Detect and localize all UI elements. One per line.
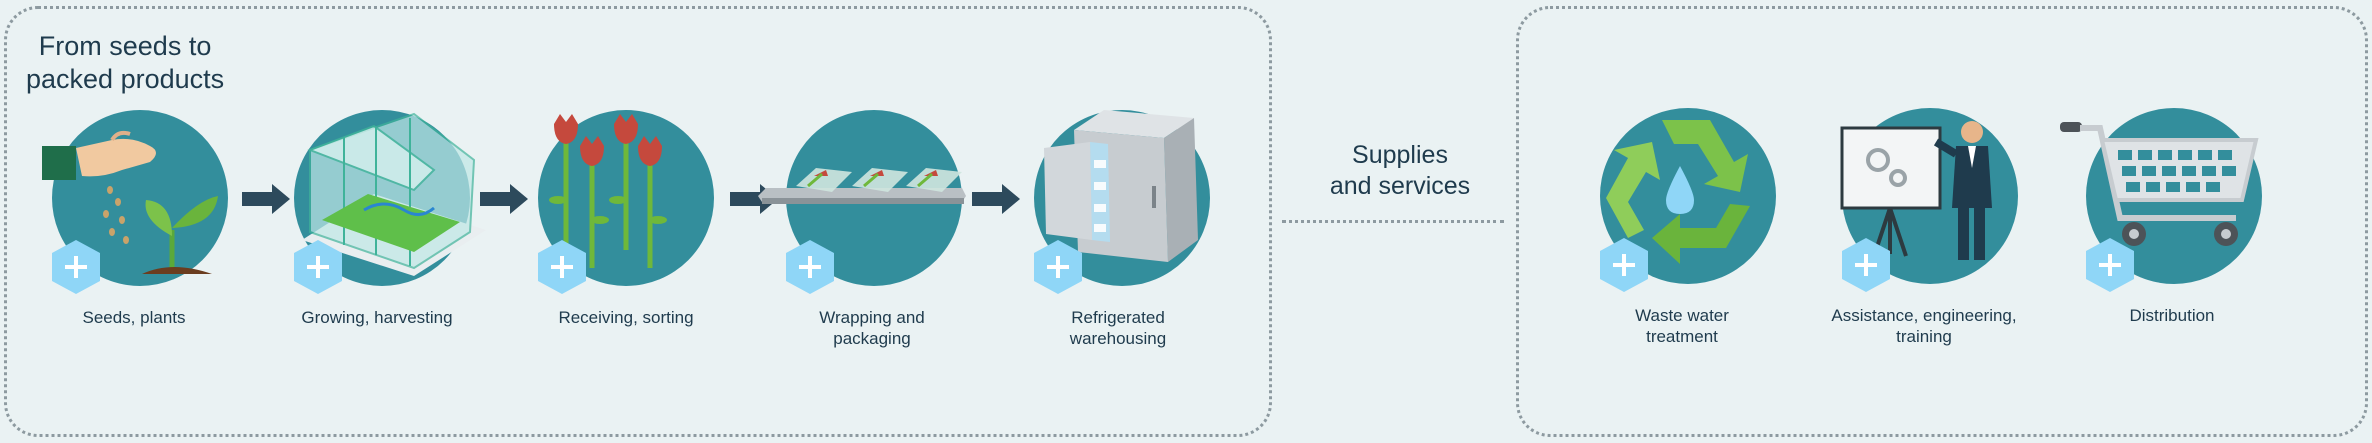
waste-water-circle[interactable] <box>1600 108 1776 284</box>
growing-harvesting-plus-icon[interactable] <box>294 240 342 294</box>
receiving-sorting-label: Receiving, sorting <box>558 308 694 327</box>
growing-harvesting-label: Growing, harvesting <box>301 308 453 327</box>
flowers-icon <box>549 114 667 268</box>
right-arrow-icon <box>242 184 290 214</box>
seeds-plants-icon <box>42 130 218 274</box>
waste-water-plus-icon[interactable] <box>1600 238 1648 292</box>
process-title-line1: From seeds to <box>38 31 212 61</box>
right-arrow-icon <box>480 184 528 214</box>
waste-water-label: Waste water treatment <box>1635 306 1729 346</box>
receiving-sorting-circle[interactable] <box>538 110 714 286</box>
wrapping-packaging-label: Wrapping and packaging <box>819 308 925 348</box>
assistance-engineering-label: Assistance, engineering, training <box>1831 306 2017 346</box>
wrapping-packaging-plus-icon[interactable] <box>786 240 834 294</box>
distribution-label: Distribution <box>2129 306 2215 325</box>
greenhouse-icon <box>302 112 486 276</box>
process-title: From seeds to packed products <box>26 30 224 96</box>
seeds-plants-plus-icon[interactable] <box>52 240 100 294</box>
refrigerated-warehousing-label: Refrigerated warehousing <box>1069 308 1167 348</box>
right-arrow-icon <box>972 184 1020 214</box>
receiving-sorting-plus-icon[interactable] <box>538 240 586 294</box>
supplies-and-services-heading: Supplies and services <box>1329 141 1471 200</box>
refrigerated-warehousing-plus-icon[interactable] <box>1034 240 1082 294</box>
recycle-water-icon <box>1606 120 1750 264</box>
seeds-plants-label: Seeds, plants <box>82 308 186 327</box>
shopping-cart-icon <box>2060 122 2259 246</box>
assistance-engineering-plus-icon[interactable] <box>1842 238 1890 292</box>
presentation-board-icon <box>1840 121 1992 260</box>
distribution-plus-icon[interactable] <box>2086 238 2134 292</box>
cold-room-icon <box>1044 110 1198 262</box>
distribution-circle[interactable] <box>2060 108 2262 284</box>
services-panel <box>1516 6 2368 437</box>
wrapping-tray-icon <box>758 168 966 204</box>
process-title-line2: packed products <box>26 64 225 94</box>
connector-dotted-line <box>1282 220 1504 223</box>
process-panel <box>4 6 1272 437</box>
